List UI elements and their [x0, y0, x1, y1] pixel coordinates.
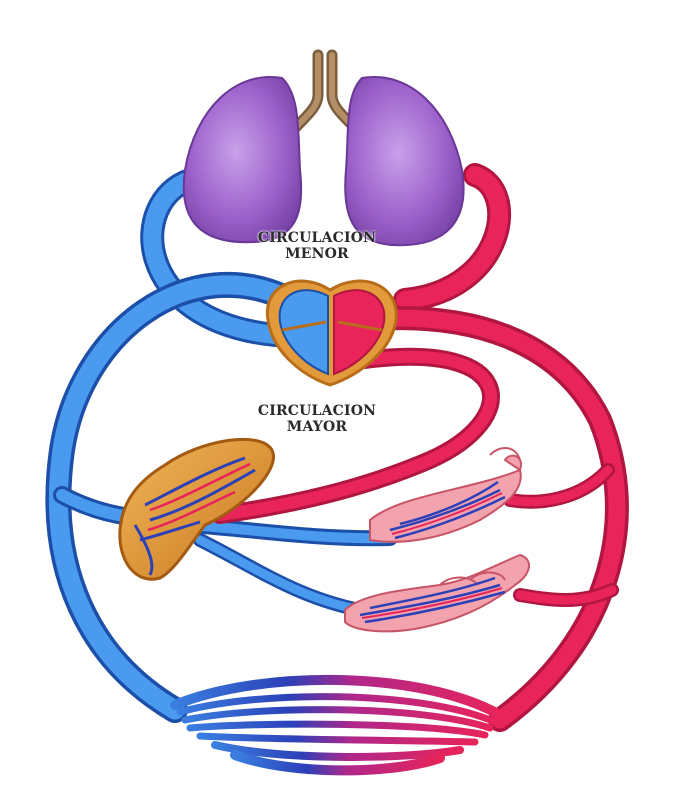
label-circulacion-menor-line1: CIRCULACION [242, 230, 392, 246]
label-circulacion-menor: CIRCULACION MENOR [242, 230, 392, 262]
heart [267, 281, 396, 385]
left-lung [184, 77, 301, 242]
label-circulacion-menor-line2: MENOR [242, 246, 392, 262]
right-lung [345, 77, 463, 245]
portal-vein-vessel [190, 525, 390, 612]
intestine-lower [345, 555, 529, 631]
capillary-bed [175, 680, 500, 771]
label-circulacion-mayor: CIRCULACION MAYOR [242, 403, 392, 435]
label-circulacion-mayor-line2: MAYOR [242, 419, 392, 435]
label-circulacion-mayor-line1: CIRCULACION [242, 403, 392, 419]
